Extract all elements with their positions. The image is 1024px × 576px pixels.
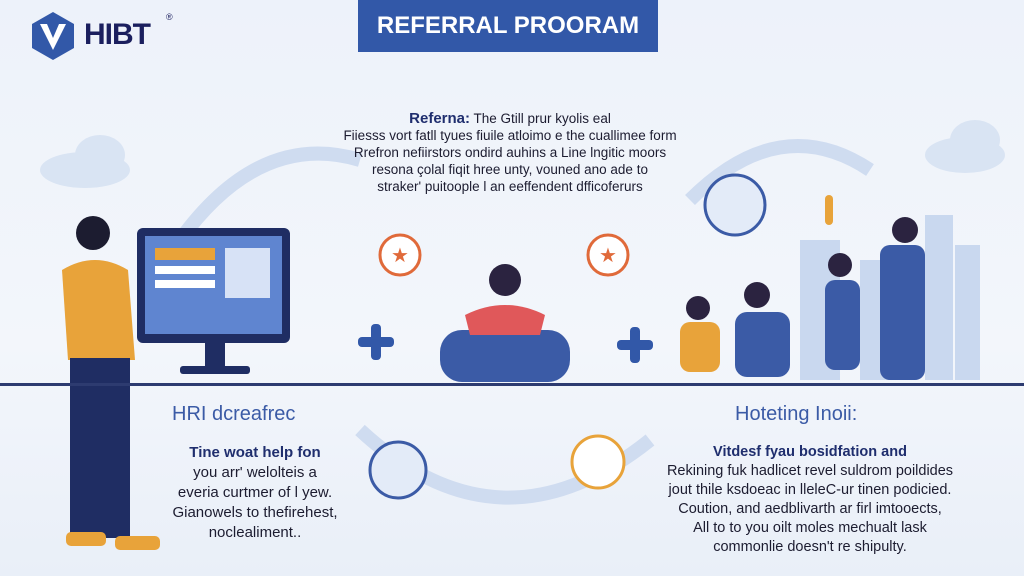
intro-line: Rrefron nefiirstors ondird auhins a Line… (353, 145, 667, 160)
badge-circle (368, 440, 428, 500)
monitor-icon (137, 228, 290, 374)
right-line: Coution, and aedblivarth ar firl imtooec… (678, 501, 942, 517)
intro-line: straker' puitoople l an eeffendent dffic… (377, 179, 643, 194)
cloud-icon (40, 120, 1005, 188)
right-section-body: Vitdesf fyau bosidfation and Rekining fu… (665, 443, 955, 557)
plus-icon (358, 324, 653, 363)
left-section-body: Tine woat help fon you arr' welolteis a … (160, 443, 350, 543)
page-title: REFERRAL PROORAM (358, 0, 658, 52)
intro-line: resona çolal fiqit hree unty, vouned ano… (372, 162, 648, 177)
intro-text: Referna: The Gtill prur kyolis eal Fiies… (330, 110, 690, 195)
right-line: Vitdesf fyau bosidfation and (713, 444, 907, 460)
svg-text:★: ★ (599, 245, 617, 267)
left-line: Gianowels to thefirehest, (172, 504, 338, 521)
svg-text:★: ★ (391, 245, 409, 267)
logo: HIBT (28, 10, 151, 60)
team-group (680, 217, 925, 380)
woman-figure (62, 216, 160, 550)
left-line: noclealiment.. (208, 524, 302, 541)
intro-heading: Referna: (409, 110, 471, 127)
left-line: you arr' welolteis a (193, 464, 317, 481)
right-line: commonlie doesn't re shipulty. (713, 539, 907, 555)
right-line: jout thile ksdoeac in lleleC-ur tinen po… (668, 482, 952, 498)
right-line: Rekining fuk hadlicet revel suldrom poil… (666, 463, 954, 479)
trademark: ® (166, 12, 173, 22)
floor-line (0, 383, 1024, 386)
right-section-heading: Hoteting Inoii: (735, 403, 858, 425)
logo-text: HIBT (84, 18, 151, 51)
logo-hexagon-icon (32, 12, 74, 60)
star-badge-icon: ★ ★ (378, 233, 630, 277)
right-line: All to to you oilt moles mechualt lask (693, 520, 927, 536)
rocket-icon (825, 195, 833, 225)
center-person (440, 264, 570, 382)
intro-line: The Gtill prur kyolis eal (473, 111, 611, 126)
badge-circle (703, 173, 767, 237)
left-section-heading: HRI dcreafrec (172, 403, 296, 425)
intro-line: Fiiesss vort fatll tyues fiuile atloimo … (343, 128, 677, 143)
left-line: everia curtmer of l yew. (177, 484, 333, 501)
left-line: Tine woat help fon (189, 444, 321, 461)
badge-circle (570, 434, 626, 490)
